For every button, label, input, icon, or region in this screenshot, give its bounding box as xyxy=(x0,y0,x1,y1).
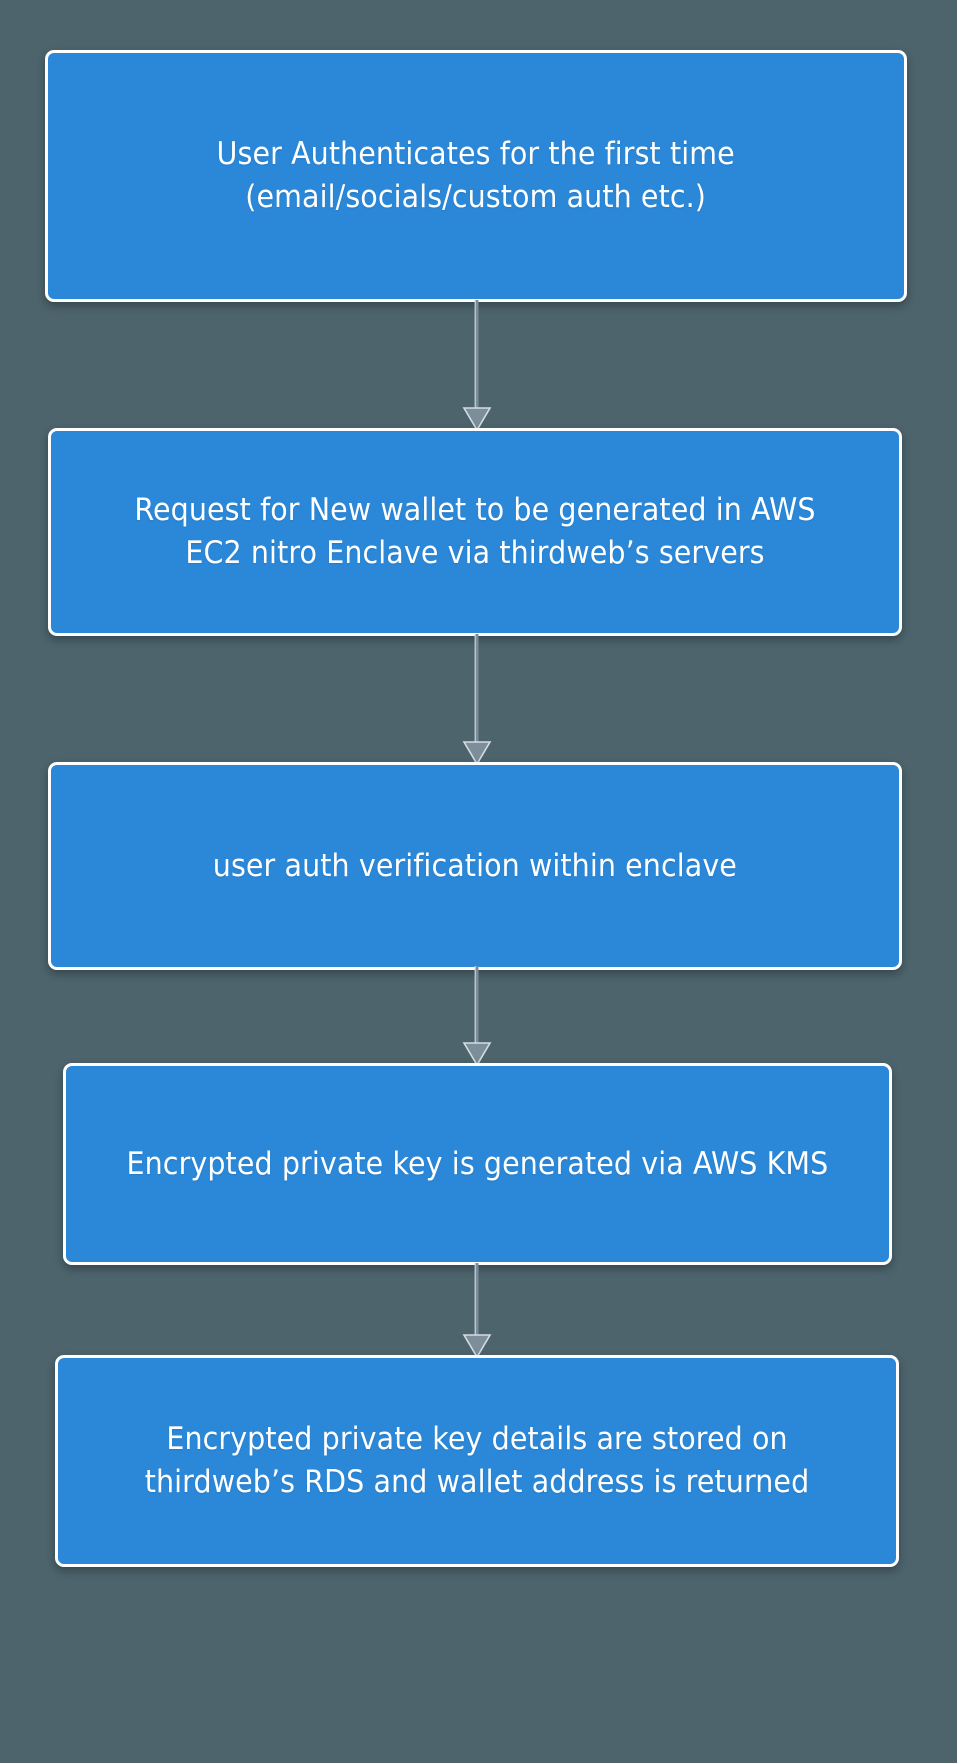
down-arrow-icon xyxy=(462,1334,492,1359)
flow-node-label: Request for New wallet to be generated i… xyxy=(134,492,816,571)
flow-node-request-new-wallet[interactable]: Request for New wallet to be generated i… xyxy=(48,428,902,636)
flow-node-label: user auth verification within enclave xyxy=(212,847,738,884)
down-arrow-icon xyxy=(462,407,492,432)
flow-node-label: User Authenticates for the first time (e… xyxy=(216,136,736,215)
flow-node-key-details-stored-rds[interactable]: Encrypted private key details are stored… xyxy=(55,1355,899,1567)
down-arrow-icon xyxy=(462,1042,492,1067)
flow-node-user-authenticates[interactable]: User Authenticates for the first time (e… xyxy=(45,50,907,302)
flow-node-label: Encrypted private key details are stored… xyxy=(144,1421,810,1500)
flow-node-encrypted-private-key-generated[interactable]: Encrypted private key is generated via A… xyxy=(63,1063,892,1265)
flow-node-label: Encrypted private key is generated via A… xyxy=(126,1145,829,1182)
flow-node-user-auth-verification[interactable]: user auth verification within enclave xyxy=(48,762,902,970)
flow-edge-2-to-3 xyxy=(462,634,492,766)
down-arrow-icon xyxy=(462,741,492,766)
flow-edge-1-to-2 xyxy=(462,300,492,432)
flow-edge-3-to-4 xyxy=(462,966,492,1067)
flow-edge-4-to-5 xyxy=(462,1263,492,1359)
